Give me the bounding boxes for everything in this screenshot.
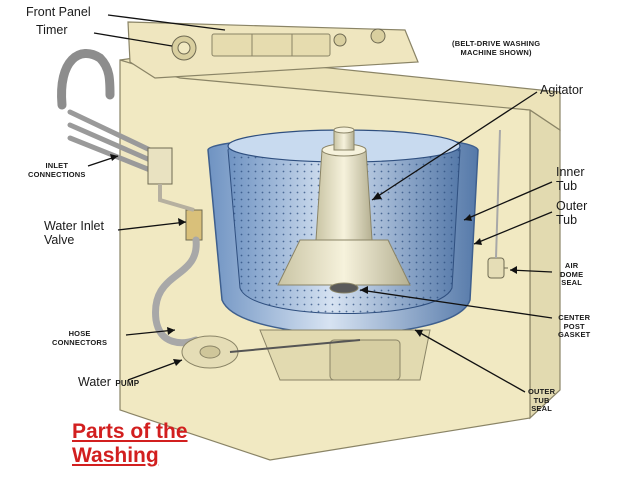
front-panel-label: Front Panel <box>26 5 91 19</box>
diagram-title-line-2: Washing <box>72 444 159 467</box>
inlet-connections-label: INLET CONNECTIONS <box>28 161 86 179</box>
hose-connectors-leader <box>125 329 176 336</box>
leader-lines <box>87 14 553 393</box>
center-post-gasket-leader <box>359 289 553 319</box>
drain-hose <box>152 236 200 346</box>
outer-tub-seal-leader <box>414 329 526 393</box>
front-panel <box>127 21 419 79</box>
diagram-title-line-1: Parts of the <box>72 420 188 443</box>
motor <box>329 339 401 381</box>
agitator-label: Agitator <box>540 83 584 97</box>
water-pump-label: Water PUMP <box>78 375 140 389</box>
water-pump-leader <box>127 359 183 381</box>
center-post-gasket <box>329 282 359 294</box>
control-knob <box>333 33 347 47</box>
front-panel-leader <box>107 14 226 31</box>
timer-label: Timer <box>36 23 68 37</box>
diagram-title: Parts of the Washing <box>72 420 188 468</box>
inner-tub-leader <box>463 181 553 221</box>
outer-tub-leader <box>473 211 553 245</box>
cabinet-right-side <box>529 108 561 420</box>
timer-leader <box>93 32 173 47</box>
arrowheads <box>110 154 517 366</box>
control-knob <box>370 28 386 44</box>
outer-tub-seal-label: OUTER TUB SEAL <box>528 387 556 414</box>
agitator-leader <box>371 91 538 201</box>
inner-tub-label: Inner Tub <box>556 165 585 193</box>
base-mechanism <box>181 329 431 381</box>
air-dome-seal-label: AIR DOME SEAL <box>560 261 584 288</box>
center-post-gasket-label: CENTER POST GASKET <box>558 313 591 340</box>
drive-belt <box>229 339 361 353</box>
hose-connectors-label: HOSE CONNECTORS <box>52 329 108 347</box>
water-inlet-valve-label: Water Inlet Valve <box>44 219 104 247</box>
water-inlet-valve-leader <box>117 221 187 231</box>
agitator <box>277 126 411 294</box>
air-dome-seal <box>487 129 508 279</box>
outer-tub-label: Outer Tub <box>556 199 588 227</box>
panel-display <box>211 33 331 57</box>
belt-drive-note: (BELT-DRIVE WASHING MACHINE SHOWN) <box>452 39 541 57</box>
